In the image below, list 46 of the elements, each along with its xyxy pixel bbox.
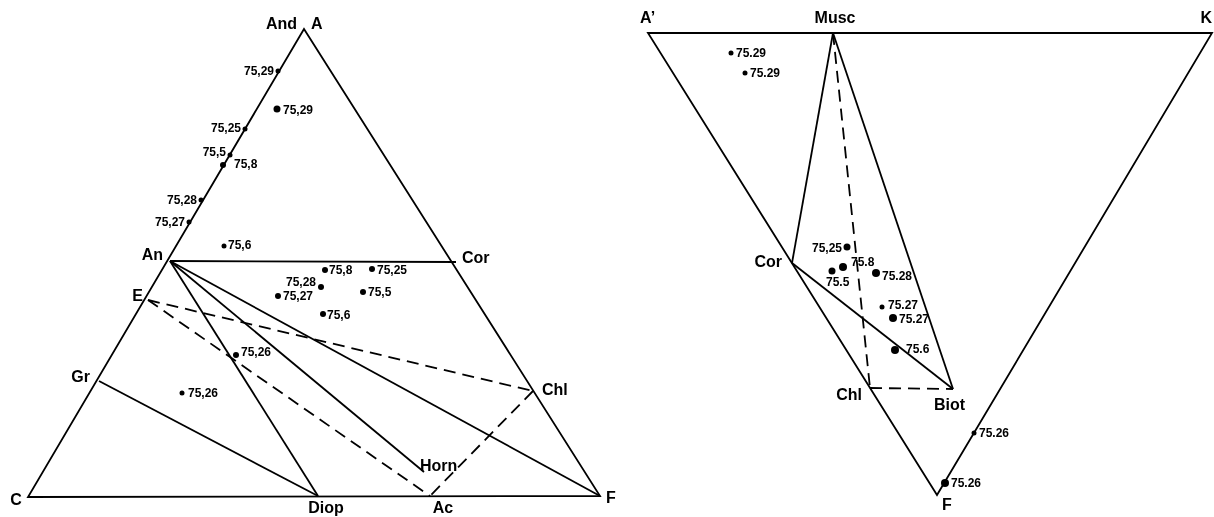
sample-number: 75.6 (906, 343, 930, 355)
sample-number: 75.29 (750, 67, 781, 79)
sample-number: 75.8 (851, 256, 875, 268)
vertex-label: Horn (420, 458, 458, 474)
vertex-label: Biot (934, 397, 966, 413)
vertex-label: And (265, 16, 297, 32)
vertex-label: Gr (71, 369, 90, 385)
vertex-label: Musc (814, 10, 856, 26)
sample-number: 75,29 (243, 65, 274, 77)
sample-number: 75,25 (210, 122, 241, 134)
sample-number: 75,8 (329, 264, 353, 276)
sample-number: 75,5 (368, 286, 392, 298)
vertex-label: Chl (542, 382, 568, 398)
vertex-label: C (10, 492, 22, 508)
vertex-label: Cor (462, 250, 490, 266)
vertex-label: Ac (432, 500, 454, 516)
vertex-label: Cor (754, 254, 782, 270)
sample-number: 75.26 (951, 477, 982, 489)
vertex-label: A’ (640, 10, 656, 26)
sample-number: 75.27 (888, 299, 919, 311)
sample-number: 75,26 (241, 346, 272, 358)
vertex-label: E (132, 288, 143, 304)
sample-number: 75,5 (202, 146, 226, 158)
sample-number: 75,25 (377, 264, 408, 276)
sample-number: 75.27 (899, 313, 930, 325)
sample-number: 75,27 (154, 216, 185, 228)
sample-number: 75,28 (166, 194, 197, 206)
sample-number: 75,26 (188, 387, 219, 399)
sample-number: 75,29 (283, 104, 314, 116)
sample-number: 75.29 (736, 47, 767, 59)
sample-number: 75,25 (811, 242, 842, 254)
vertex-label: An (141, 247, 163, 263)
sample-number: 75,8 (234, 158, 258, 170)
sample-number: 75,6 (327, 309, 351, 321)
sample-number: 75,6 (228, 239, 252, 251)
vertex-label: F (606, 490, 616, 506)
vertex-label: F (942, 497, 952, 513)
sample-number: 75,27 (283, 290, 314, 302)
vertex-label: Chl (836, 387, 862, 403)
vertex-label: K (1200, 10, 1212, 26)
sample-number: 75.28 (882, 270, 913, 282)
vertex-label: A (311, 16, 323, 32)
sample-number: 75.26 (979, 427, 1010, 439)
vertex-label: Diop (308, 500, 344, 516)
sample-number: 75.5 (826, 276, 850, 288)
sample-number: 75,28 (285, 276, 316, 288)
